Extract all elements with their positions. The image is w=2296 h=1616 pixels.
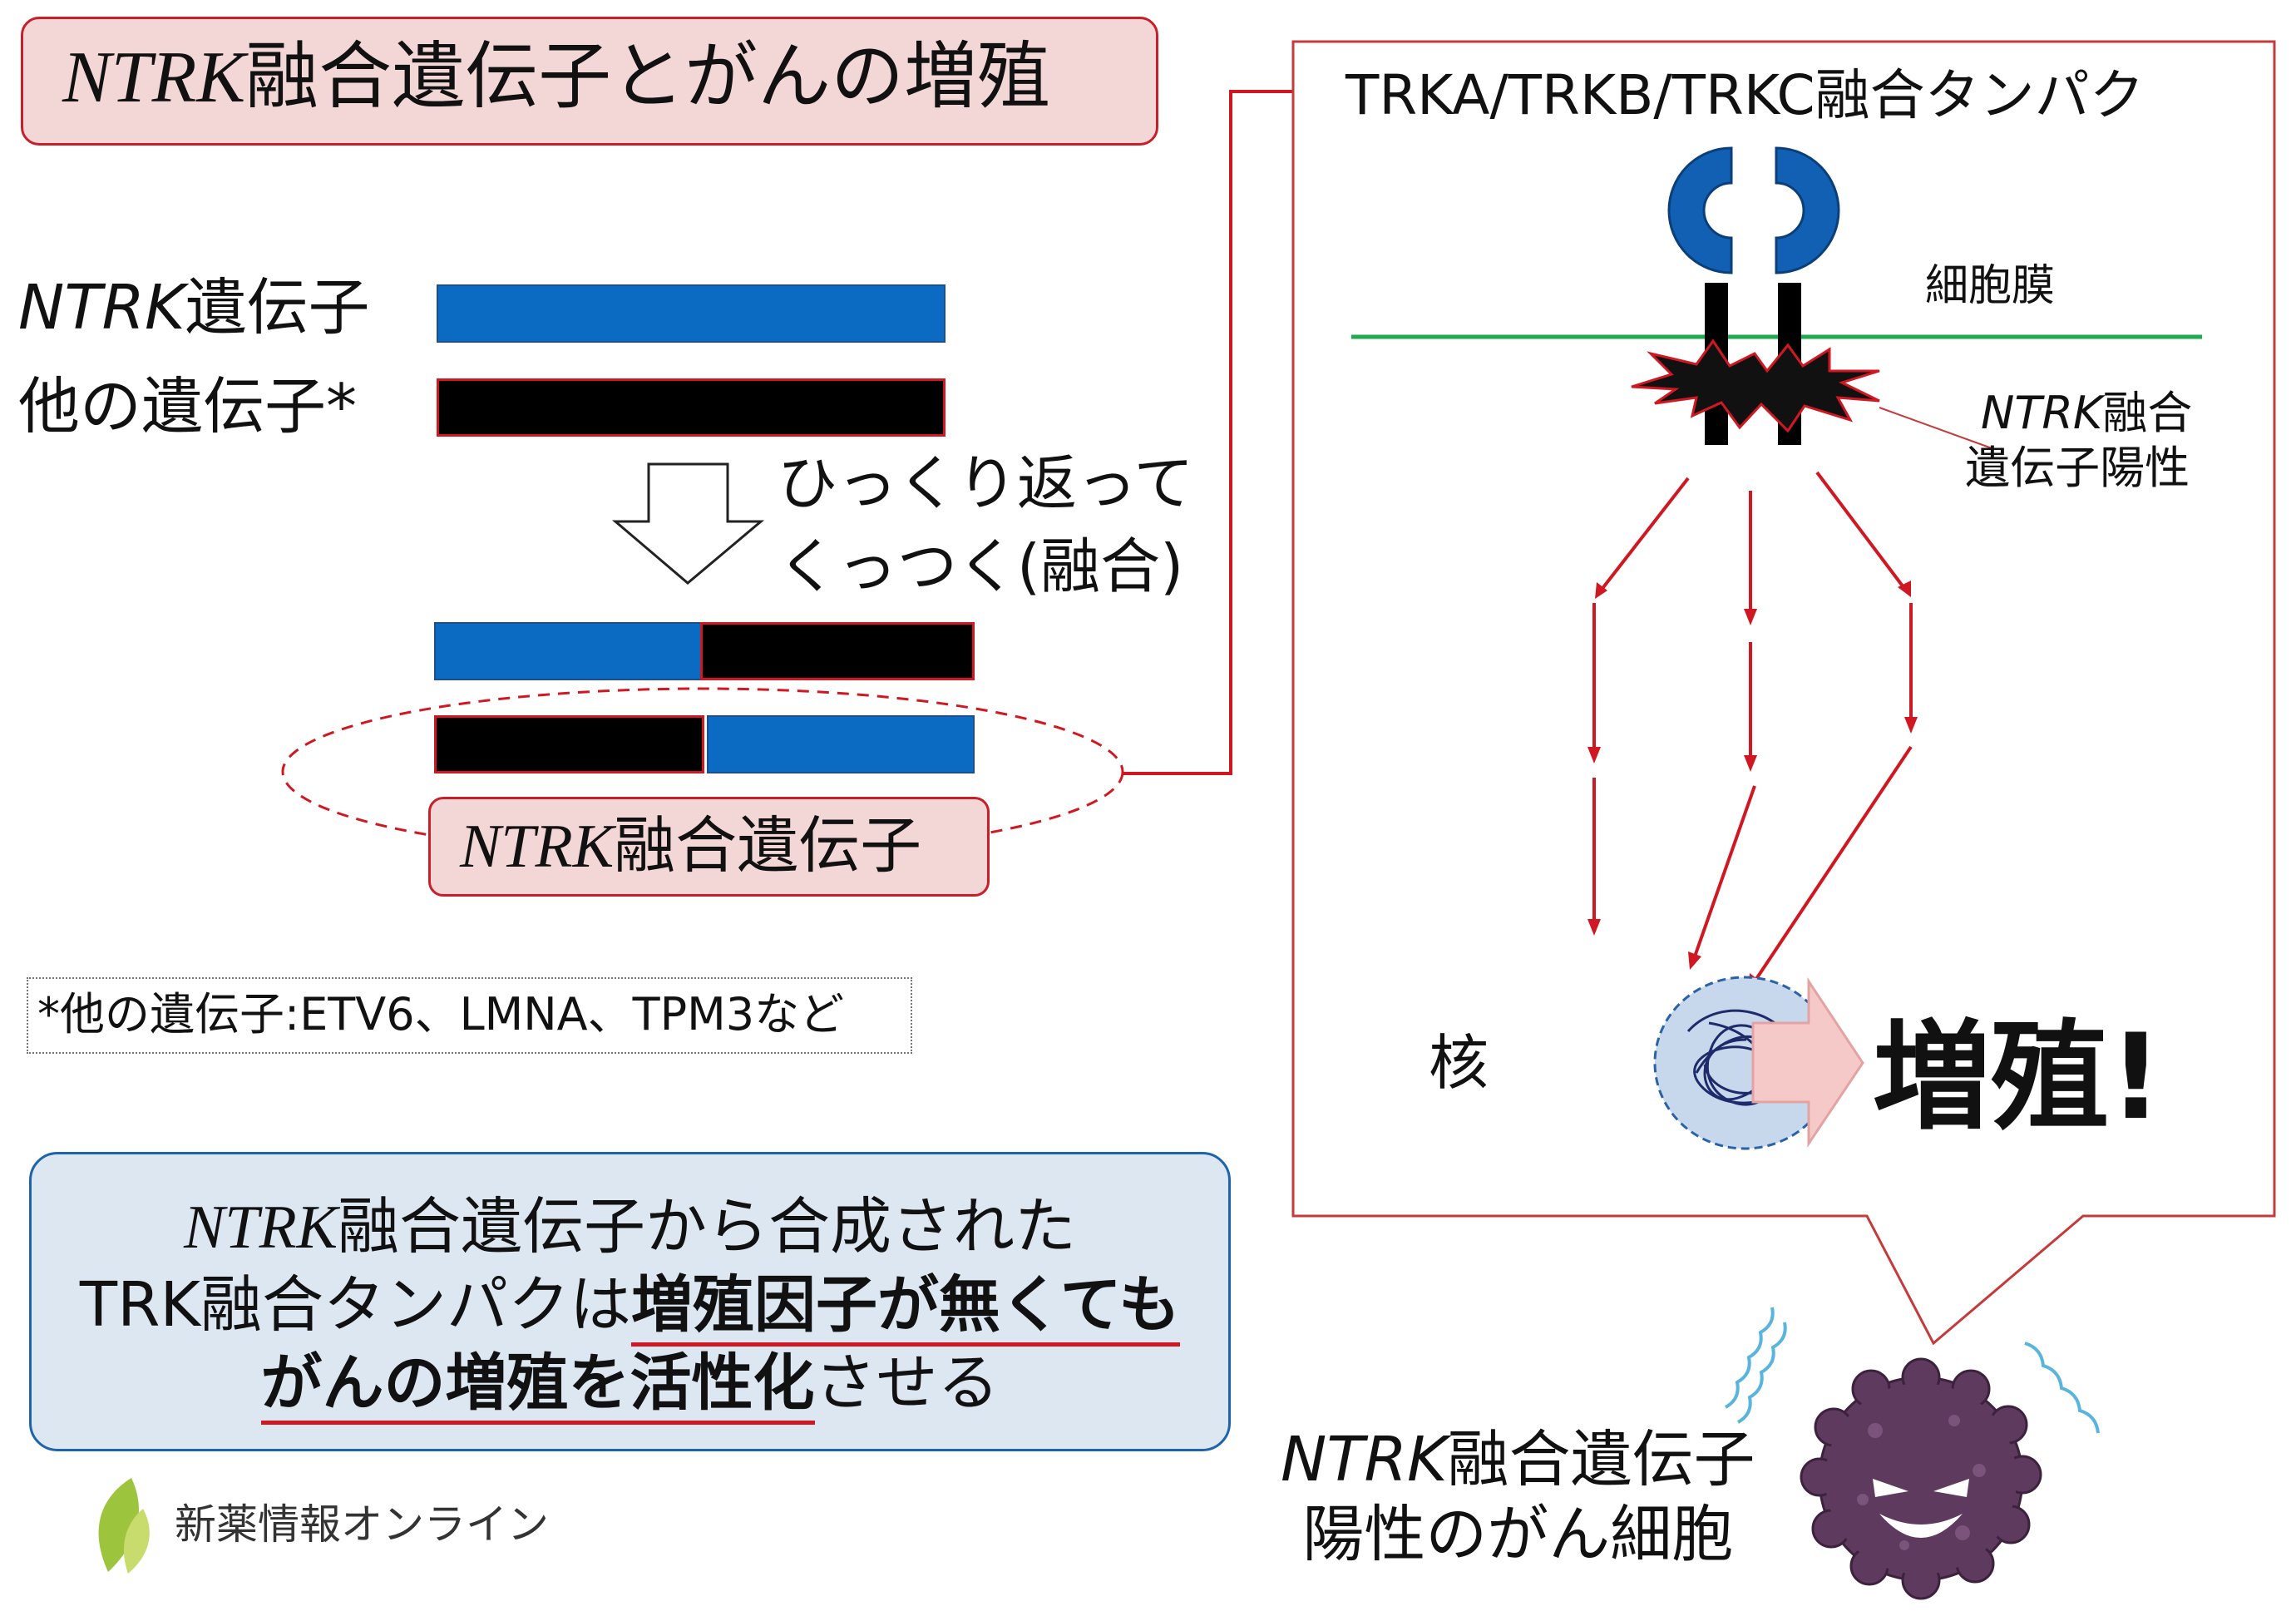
footnote: *他の遺伝子:ETV6、LMNA、TPM3など	[37, 988, 845, 1040]
rearrange-text-line2: くっつく(融合)	[778, 531, 1184, 601]
summary-line3-plain: させる	[814, 1347, 1000, 1419]
callout-frame	[1291, 40, 2276, 1346]
fused-bar-2-blue	[707, 715, 975, 773]
footnote-box	[27, 977, 912, 1054]
ntrk-gene-bar	[437, 284, 946, 343]
summary-line2-plain: TRK融合タンパクは	[79, 1269, 632, 1341]
summary-line-1: NTRK融合遺伝子から合成された	[29, 1196, 1231, 1258]
other-gene-bar	[437, 378, 946, 437]
cell-caption-rest: 融合遺伝子	[1447, 1424, 1755, 1495]
signal-arrows	[1592, 471, 1913, 983]
summary-line-3: がんの増殖を活性化させる	[29, 1347, 1231, 1425]
cell-caption: NTRK融合遺伝子 陽性のがん細胞	[1281, 1422, 1755, 1573]
summary-italic: NTRK	[183, 1193, 338, 1262]
summary-line2-underlined: 増殖因子が無くても	[631, 1269, 1181, 1347]
fusion-burst	[1631, 339, 1880, 433]
ntrk-gene-rest: 遺伝子	[185, 272, 370, 343]
down-arrow-icon	[611, 462, 765, 585]
leaf-logo-icon	[98, 1478, 150, 1574]
ntrk-gene-label: NTRK遺伝子	[18, 277, 370, 339]
fused-bar-1-blue	[434, 622, 702, 680]
cancer-cell-icon	[1800, 1357, 2042, 1600]
logo-text: 新薬情報オンライン	[175, 1500, 549, 1549]
nucleus-label: 核	[1429, 1028, 1489, 1098]
receptor-right-half	[1775, 146, 1840, 274]
fusion-gene-label: NTRK融合遺伝子	[460, 815, 921, 877]
page-title: NTRK融合遺伝子とがんの増殖	[62, 40, 1050, 115]
other-gene-label: 他の遺伝子*	[18, 371, 357, 442]
rearrange-text-line1: ひっくり返って	[778, 448, 1194, 518]
fused-bar-2-black	[434, 715, 704, 773]
fused-bar-1-black	[700, 622, 975, 680]
fusion-positive-italic: NTRK	[1981, 387, 2103, 439]
summary-line1-rest: 融合遺伝子から合成された	[338, 1191, 1077, 1263]
fusion-positive-rest: 融合	[2102, 387, 2193, 439]
ntrk-gene-italic: NTRK	[18, 272, 185, 343]
summary-line-2: TRK融合タンパクは増殖因子が無くても	[29, 1269, 1231, 1347]
summary-line3-underlined: がんの増殖を活性化	[260, 1347, 815, 1425]
proliferation-label: 増殖!	[1873, 1009, 2163, 1146]
cell-caption-italic: NTRK	[1281, 1424, 1448, 1495]
fusion-leader-line	[1879, 407, 1995, 450]
title-box	[21, 17, 1158, 146]
fusion-protein-title: TRKA/TRKB/TRKC融合タンパク	[1346, 63, 2145, 127]
proliferation-arrow-icon	[1751, 977, 1864, 1148]
fusion-gene-italic: NTRK	[460, 813, 615, 881]
title-italic: NTRK	[62, 37, 246, 118]
receptor-left-half	[1667, 146, 1733, 274]
fusion-positive-label: NTRK融合 遺伝子陽性	[1965, 391, 2192, 491]
fusion-gene-box	[428, 797, 990, 897]
fusion-positive-line2: 遺伝子陽性	[1965, 442, 2190, 494]
cell-caption-line2: 陽性のがん細胞	[1302, 1499, 1734, 1571]
summary-box	[29, 1152, 1231, 1451]
title-rest: 融合遺伝子とがんの増殖	[245, 33, 1051, 119]
cell-tremble-marks	[1724, 1307, 2100, 1434]
membrane-label: 細胞膜	[1925, 261, 2056, 311]
fusion-gene-rest: 融合遺伝子	[614, 810, 922, 882]
